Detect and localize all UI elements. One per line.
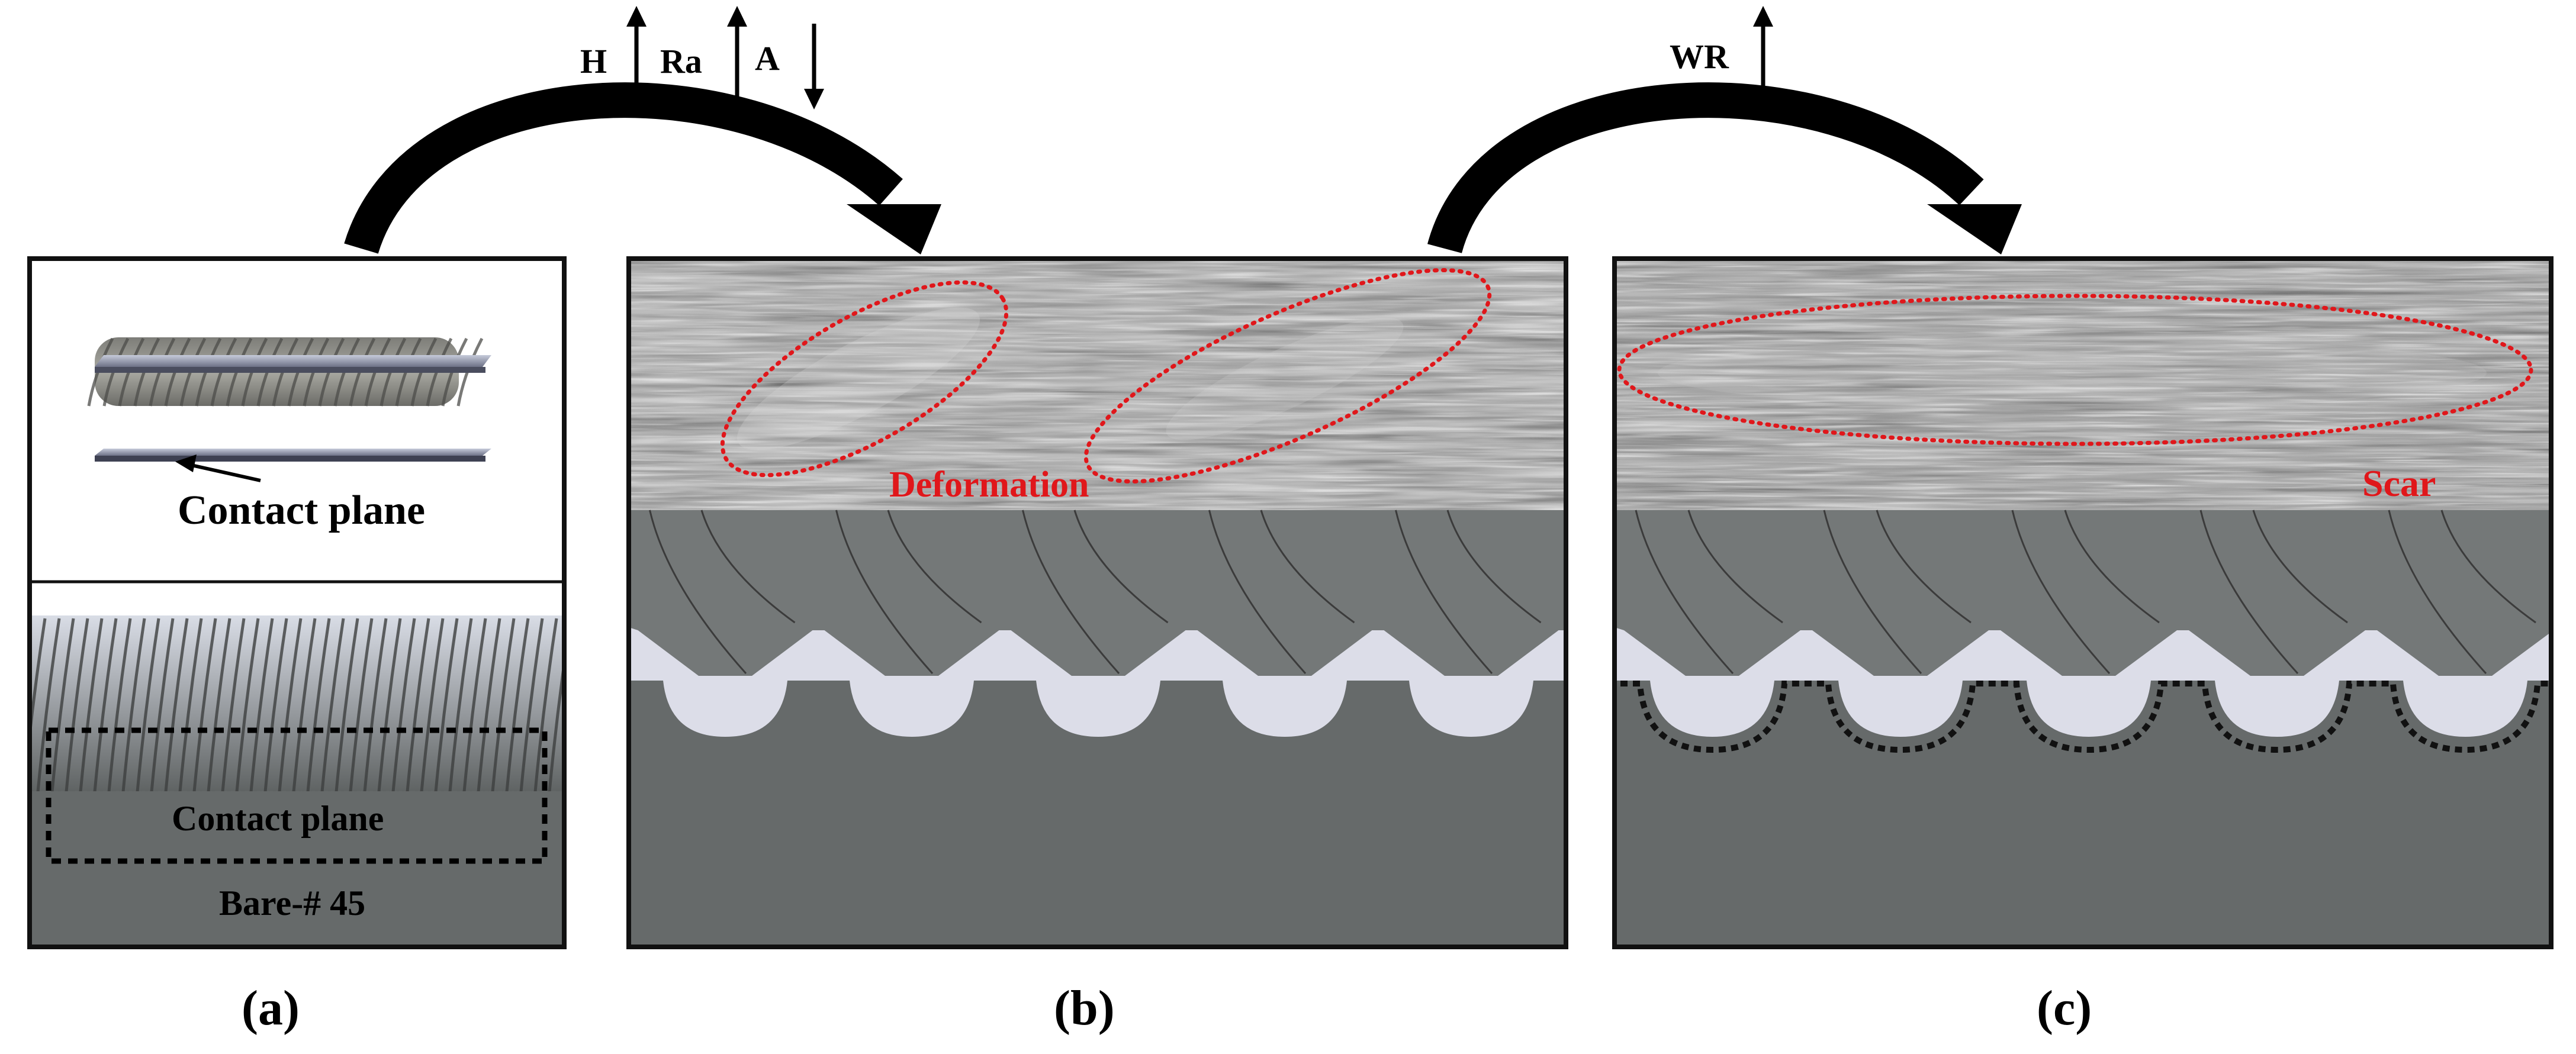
strand-edge-line (2199, 510, 2299, 675)
rope-strand-line (548, 653, 564, 792)
strand-edge-line (1260, 510, 1355, 624)
rope-strand-line (306, 618, 331, 792)
rope-on-plate-illustration (30, 615, 599, 947)
symbol-contact-area: A (755, 39, 780, 78)
rope-strand-line (477, 618, 501, 792)
process-arrow-2 (1427, 82, 2022, 254)
rope-strand-line (278, 618, 303, 792)
rope-strand-line (335, 618, 359, 792)
panel-a-top-label: Contact plane (178, 488, 426, 533)
rope-strand-line (434, 618, 459, 792)
panel-b-frame (626, 256, 1568, 949)
rope-strand-line (363, 618, 388, 792)
rope-strand-line (377, 618, 402, 792)
rope-strand-line (30, 618, 47, 749)
rope-strand-line (36, 618, 61, 792)
deformation-cross-section (629, 510, 1566, 947)
contact-plane-pointer (175, 455, 261, 482)
rope-strand-line (207, 618, 231, 792)
strand-edge-line (1687, 510, 1783, 624)
rope-strand-line (562, 771, 564, 792)
strand-edge-line (1208, 510, 1307, 675)
rope-strand-line (320, 618, 345, 792)
strand-edge-line (1876, 510, 1972, 624)
caption-b: (b) (1054, 981, 1115, 1036)
wear-rate-up-arrow (1753, 6, 1773, 92)
strand-edge-line (1073, 510, 1169, 624)
strand-edge-line (2064, 510, 2160, 624)
rope-strand-line (65, 618, 89, 792)
strand-edge-line (1635, 510, 1734, 675)
rope-strand-line (107, 618, 132, 792)
rope-strand-line (79, 618, 104, 792)
hardness-up-arrow (626, 6, 647, 98)
strand-edge-line (835, 510, 934, 675)
rope-strand-line (164, 618, 189, 792)
rope-strand-line (505, 618, 530, 792)
rope-strand-line (263, 618, 288, 792)
process-arrow-1 (344, 82, 941, 254)
strand-edge-line (2440, 510, 2536, 624)
rope-strand-line (491, 618, 516, 792)
strand-edge-line (700, 510, 796, 624)
rope-strand-line (93, 618, 118, 792)
symbol-roughness: Ra (660, 42, 702, 80)
caption-a: (a) (242, 981, 300, 1036)
rope-strand-line (192, 618, 217, 792)
rope-strand-line (50, 618, 75, 792)
symbol-wear-rate: WR (1670, 37, 1729, 76)
symbol-hardness: H (580, 42, 607, 80)
rope-strand-line (406, 618, 430, 792)
rope-strand-line (249, 618, 274, 792)
scar-photo (1615, 259, 2551, 513)
rope-strand-line (391, 618, 416, 792)
caption-c: (c) (2037, 981, 2092, 1036)
strand-edge-line (2011, 510, 2111, 675)
strand-edge-line (2388, 510, 2487, 675)
panel-a-contact-plane-label: Contact plane (172, 799, 384, 838)
panel-c-frame (1612, 256, 2554, 949)
roughness-up-arrow (727, 6, 747, 98)
panel-c (1615, 259, 2551, 947)
rope-strand-line (150, 618, 175, 792)
scar-cross-section (1615, 510, 2551, 947)
panel-b (629, 259, 1566, 947)
strand-edge-line (1446, 510, 1542, 624)
rope-strand-line (235, 618, 260, 792)
rope-between-plates-illustration (87, 337, 491, 462)
deformation-label: Deformation (889, 465, 1089, 505)
strand-edge-line (2252, 510, 2348, 624)
panel-a-sample-label: Bare-# 45 (219, 884, 366, 923)
panel-a (30, 259, 599, 947)
strand-edge-line (1395, 510, 1493, 675)
scar-label: Scar (2362, 462, 2436, 504)
rope-strand-line (578, 618, 599, 792)
rope-strand-line (221, 618, 246, 792)
area-down-arrow (804, 24, 824, 109)
strand-edge-line (649, 510, 747, 675)
rope-strand-line (519, 618, 544, 792)
strand-edge-line (1823, 510, 1922, 675)
rope-strand-line (533, 618, 558, 792)
deformation-photo (629, 259, 1566, 513)
panel-a-frame (27, 256, 567, 949)
rope-strand-line (136, 618, 160, 792)
rope-strand-line (292, 618, 317, 792)
rope-strand-line (121, 618, 146, 792)
rope-strand-line (349, 618, 374, 792)
rope-strand-line (178, 618, 203, 792)
strand-edge-line (1022, 510, 1120, 675)
rope-strand-line (448, 618, 473, 792)
rope-strand-line (462, 618, 487, 792)
strand-edge-line (887, 510, 982, 624)
rope-strand-line (420, 618, 445, 792)
